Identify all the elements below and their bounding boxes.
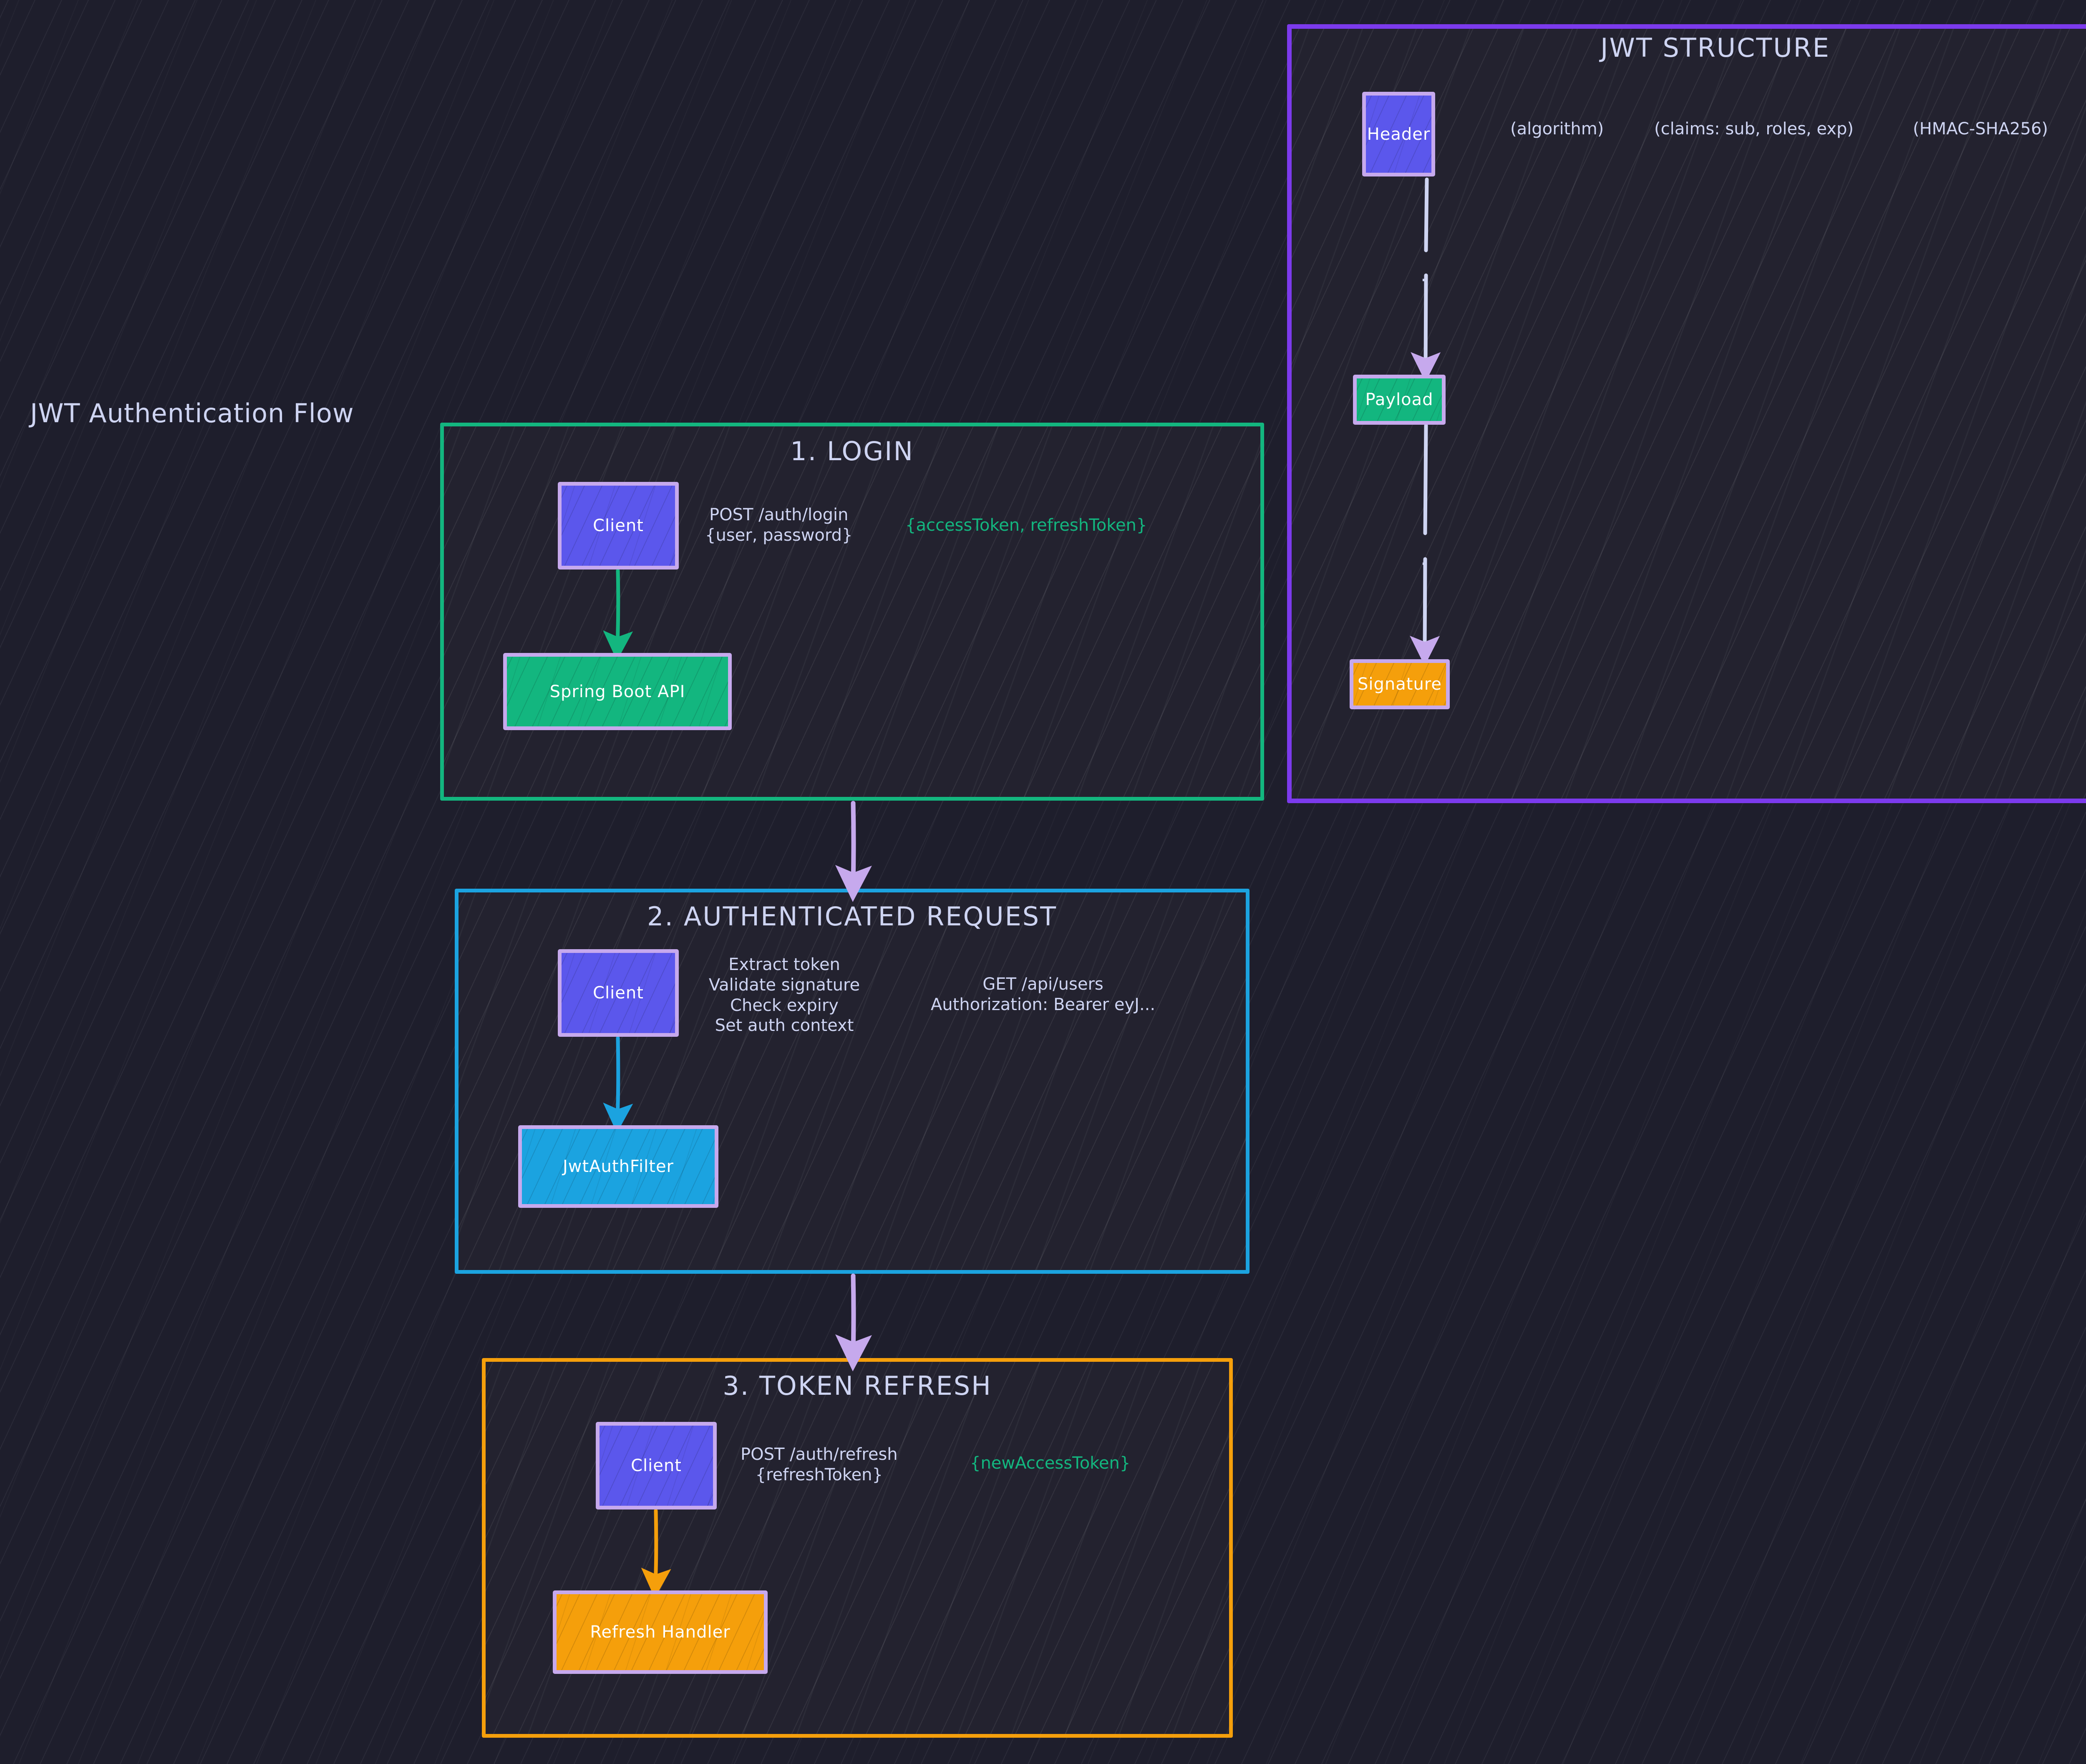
annotation-refresh-response: {newAccessToken} <box>970 1454 1131 1473</box>
jwt-edge-label-header-payload: . <box>1421 263 1427 286</box>
node-label: Spring Boot API <box>549 682 685 701</box>
section-frame-login <box>440 423 1264 801</box>
node-jwt-auth-filter[interactable]: JwtAuthFilter <box>518 1125 718 1208</box>
section-frame-authenticated-request <box>455 889 1250 1274</box>
node-jwt-header[interactable]: Header <box>1362 92 1435 176</box>
arrow-authenticated-request-to-token-refresh <box>835 1273 872 1371</box>
node-label: Client <box>631 1456 682 1475</box>
node-jwt-signature[interactable]: Signature <box>1350 659 1450 709</box>
node-label: Client <box>593 516 644 535</box>
node-client-authreq[interactable]: Client <box>558 949 679 1037</box>
node-label: Refresh Handler <box>590 1623 731 1642</box>
node-refresh-handler[interactable]: Refresh Handler <box>553 1590 768 1674</box>
section-title-token-refresh: 3. TOKEN REFRESH <box>723 1371 992 1401</box>
annotation-jwt-hmac: (HMAC-SHA256) <box>1913 119 2048 139</box>
node-label: JwtAuthFilter <box>562 1157 674 1176</box>
annotation-jwt-claims: (claims: sub, roles, exp) <box>1654 119 1854 139</box>
section-title-login: 1. LOGIN <box>790 436 914 466</box>
node-label: Payload <box>1365 390 1433 409</box>
page-title: JWT Authentication Flow <box>30 398 354 428</box>
node-client-login[interactable]: Client <box>558 482 679 570</box>
refresh-frame-texture <box>486 1362 1229 1734</box>
annotation-login-request: POST /auth/login {user, password} <box>705 505 853 545</box>
annotation-refresh-request: POST /auth/refresh {refreshToken} <box>741 1445 898 1484</box>
annotation-login-response: {accessToken, refreshToken} <box>905 516 1147 535</box>
node-label: Signature <box>1358 675 1442 694</box>
annotation-filter-steps: Extract token Validate signature Check e… <box>708 955 860 1036</box>
node-client-refresh[interactable]: Client <box>596 1422 717 1509</box>
annotation-api-request: GET /api/users Authorization: Bearer eyJ… <box>930 975 1156 1014</box>
section-frame-token-refresh <box>482 1358 1233 1738</box>
annotation-jwt-algorithm: (algorithm) <box>1510 119 1604 139</box>
jwt-structure-title: JWT STRUCTURE <box>1600 33 1830 63</box>
arrow-login-to-authenticated-request <box>835 801 872 902</box>
node-label: Client <box>593 983 644 1003</box>
node-jwt-payload[interactable]: Payload <box>1353 375 1446 425</box>
node-spring-boot-api[interactable]: Spring Boot API <box>503 653 732 730</box>
node-label: Header <box>1367 124 1431 144</box>
jwt-edge-label-payload-signature: . <box>1421 547 1427 570</box>
section-title-authenticated-request: 2. AUTHENTICATED REQUEST <box>647 901 1058 932</box>
